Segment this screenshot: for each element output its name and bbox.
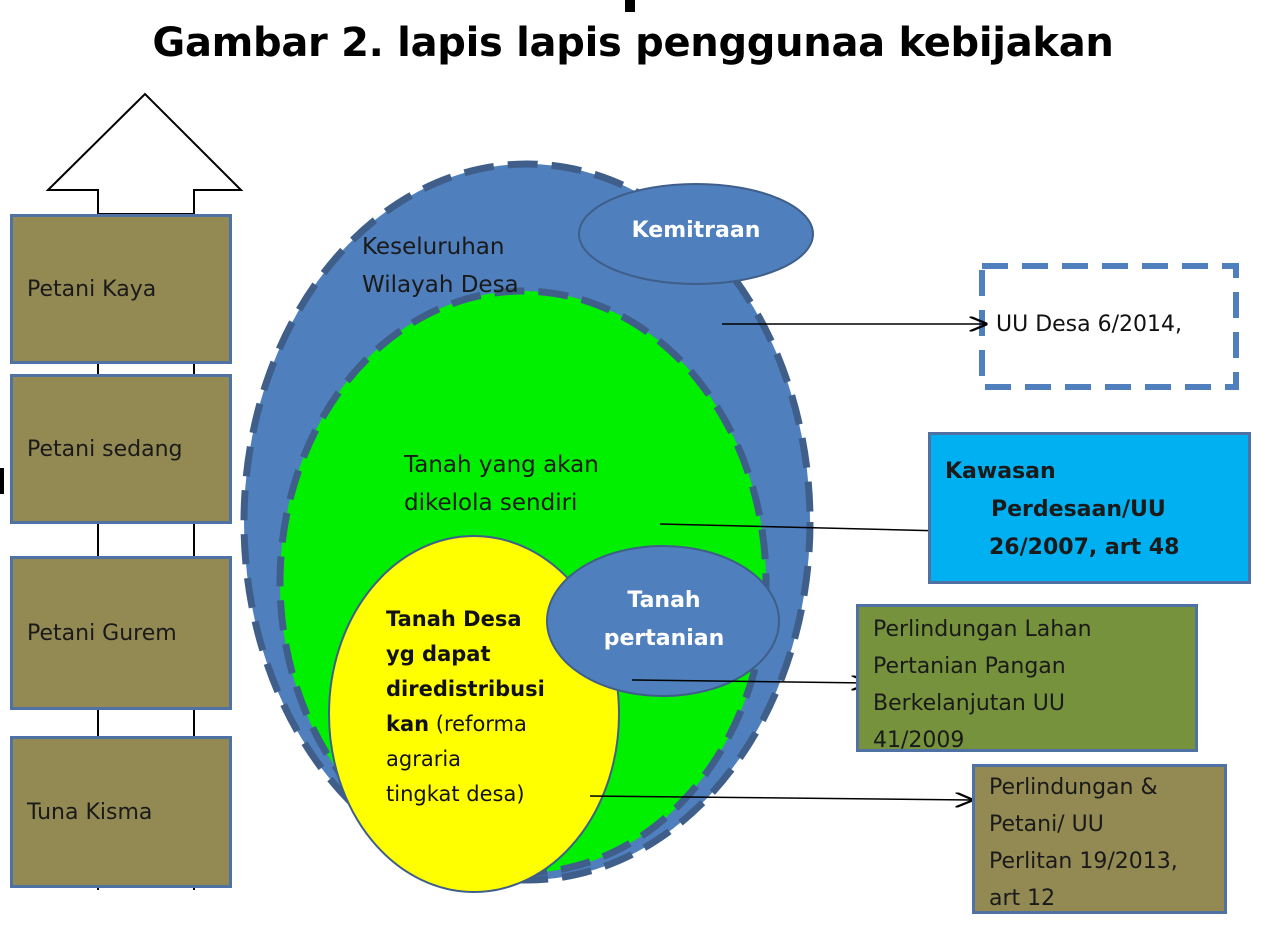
up-arrow-icon [45, 92, 244, 215]
yellow-line-1: Tanah Desa [386, 607, 522, 631]
farmland-label-2: pertanian [603, 626, 725, 651]
tier-petani-sedang: Petani sedang [10, 374, 232, 524]
yellow-line-3: diredistribusi [386, 677, 545, 701]
perlindungan-petani-line-1: Perlindungan & [989, 775, 1158, 800]
perlindungan-lahan-line-2: Pertanian Pangan [873, 654, 1066, 679]
yellow-line-2: yg dapat [386, 642, 491, 666]
arrow-to-perlindungan-petani [589, 796, 972, 800]
outer-ellipse-label-1: Keseluruhan [362, 234, 505, 260]
perlindungan-lahan-line-4: 41/2009 [873, 728, 965, 753]
left-edge-mark [0, 468, 4, 494]
top-edge-mark [625, 0, 635, 12]
perlindungan-lahan-box: Perlindungan Lahan Pertanian Pangan Berk… [856, 604, 1198, 753]
perlindungan-petani-box: Perlindungan & Petani/ UU Perlitan 19/20… [972, 764, 1227, 914]
kawasan-line-2: Perdesaan/UU [991, 497, 1166, 522]
green-ellipse-label-2: dikelola sendiri [404, 490, 578, 516]
farmland-label-1: Tanah [627, 588, 701, 613]
perlindungan-petani-line-4: art 12 [989, 886, 1056, 911]
uu-desa-label: UU Desa 6/2014, [996, 312, 1183, 337]
perlindungan-lahan-line-1: Perlindungan Lahan [873, 617, 1092, 642]
farmland-ellipse [546, 545, 780, 697]
kemitraan-label: Kemitraan [631, 218, 761, 243]
tier-tuna-kisma: Tuna Kisma [10, 736, 232, 888]
diagram-title: Gambar 2. lapis lapis penggunaa kebijaka… [152, 20, 1114, 66]
kawasan-box: Kawasan Perdesaan/UU 26/2007, art 48 [928, 432, 1251, 584]
perlindungan-petani-line-3: Perlitan 19/2013, [989, 849, 1178, 874]
redistributable-land-label: Tanah Desa yg dapat diredistribusi kan (… [386, 602, 545, 812]
kemitraan-ellipse [578, 183, 814, 285]
tier-petani-gurem: Petani Gurem [10, 556, 232, 710]
perlindungan-petani-line-2: Petani/ UU [989, 812, 1104, 837]
kawasan-line-1: Kawasan [945, 459, 1056, 484]
tier-petani-kaya: Petani Kaya [10, 214, 232, 364]
perlindungan-lahan-line-3: Berkelanjutan UU [873, 691, 1066, 716]
kawasan-line-3: 26/2007, art 48 [989, 535, 1180, 560]
green-ellipse-label-1: Tanah yang akan [404, 452, 599, 478]
arrow-to-perlindungan-lahan [631, 680, 868, 683]
outer-ellipse-label-2: Wilayah Desa [362, 272, 519, 298]
yellow-line-5: agraria [386, 747, 462, 771]
yellow-line-4: kan [386, 712, 430, 736]
uu-desa-box-border [979, 263, 1239, 390]
yellow-line-4b: (reforma [429, 712, 527, 736]
yellow-line-6: tingkat desa) [386, 782, 525, 806]
